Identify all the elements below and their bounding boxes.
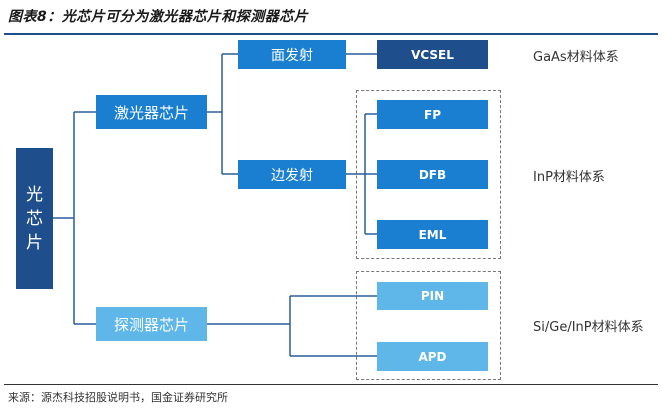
source-divider: [4, 384, 658, 385]
root-char: 片: [26, 232, 43, 253]
dfb-node: DFB: [377, 160, 488, 189]
pin-node: PIN: [377, 282, 488, 310]
laser-chip-node: 激光器芯片: [96, 95, 207, 129]
vcsel-node: VCSEL: [377, 40, 488, 69]
detector-chip-node: 探测器芯片: [96, 307, 207, 341]
edge-emitting-node: 边发射: [238, 160, 346, 189]
root-char: 光: [26, 184, 43, 205]
optical-chip-root: 光 芯 片: [16, 148, 53, 289]
surface-emitting-node: 面发射: [238, 40, 346, 69]
title-divider: [4, 33, 658, 35]
apd-node: APD: [377, 342, 488, 371]
si-ge-inp-system-label: Si/Ge/InP材料体系: [533, 320, 644, 335]
detector-group-frame: [356, 271, 501, 380]
gaas-system-label: GaAs材料体系: [533, 50, 619, 65]
figure-title: 图表8：光芯片可分为激光器芯片和探测器芯片: [8, 9, 309, 25]
root-char: 芯: [26, 208, 43, 229]
fp-node: FP: [377, 100, 488, 129]
eml-node: EML: [377, 220, 488, 249]
inp-system-label: InP材料体系: [533, 170, 605, 185]
source-note: 来源：源杰科技招股说明书，国金证券研究所: [8, 391, 228, 404]
inp-group-frame: [356, 90, 501, 259]
